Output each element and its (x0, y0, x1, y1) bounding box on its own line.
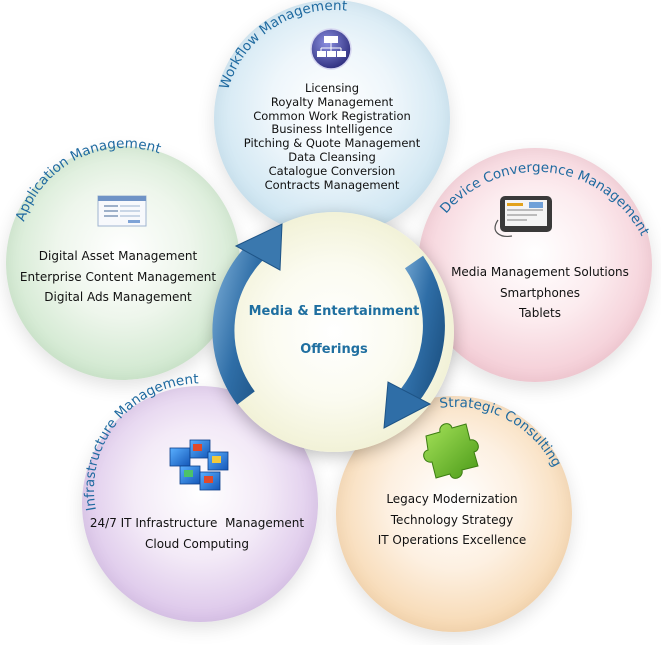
list-item: Digital Ads Management (44, 290, 192, 304)
list-item: Tablets (519, 306, 561, 320)
strategic-items: Legacy Modernization Technology Strategy… (352, 489, 552, 551)
device-convergence-circle (418, 148, 652, 382)
list-item: Smartphones (499, 285, 581, 300)
list-item: Contracts Management (264, 177, 400, 192)
workflow-items: Licensing Royalty Management Common Work… (232, 81, 432, 192)
smartphone-icon (494, 196, 552, 237)
list-item: Catalogue Conversion (268, 163, 396, 178)
list-item: IT Operations Excellence (377, 533, 527, 547)
infra-title-path: Infrastructure Management (82, 371, 199, 512)
list-item: Technology Strategy (390, 512, 514, 527)
list-item: Business Intelligence (271, 122, 393, 137)
list-item: Cloud Computing (145, 536, 249, 551)
workflow-diagram-icon (310, 28, 352, 70)
app-items: Digital Asset Management Enterprise Cont… (12, 246, 224, 308)
device-items: Media Management Solutions Smartphones T… (440, 262, 640, 324)
list-item: Pitching & Quote Management (243, 136, 421, 151)
list-item: Digital Asset Management (38, 249, 198, 263)
application-management-circle (6, 146, 240, 380)
server-cubes-icon (169, 439, 229, 491)
list-item: Legacy Modernization (386, 492, 518, 506)
infra-title: Infrastructure Management (82, 371, 199, 512)
list-item: Media Management Solutions (451, 265, 629, 279)
list-item: 24/7 IT Infrastructure Management (89, 516, 305, 530)
list-item: Data Cleansing (288, 149, 376, 164)
list-item: Enterprise Content Management (19, 269, 217, 284)
center-title-line1: Media & Entertainment (248, 304, 420, 319)
application-window-icon (97, 195, 147, 227)
list-item: Common Work Registration (253, 108, 411, 123)
puzzle-piece-icon (423, 423, 479, 479)
list-item: Royalty Management (270, 94, 394, 109)
cycle-arrows (212, 223, 445, 429)
infra-items: 24/7 IT Infrastructure Management Cloud … (72, 513, 322, 554)
center-title-line2: Offerings (300, 342, 368, 357)
list-item: Licensing (304, 81, 360, 95)
